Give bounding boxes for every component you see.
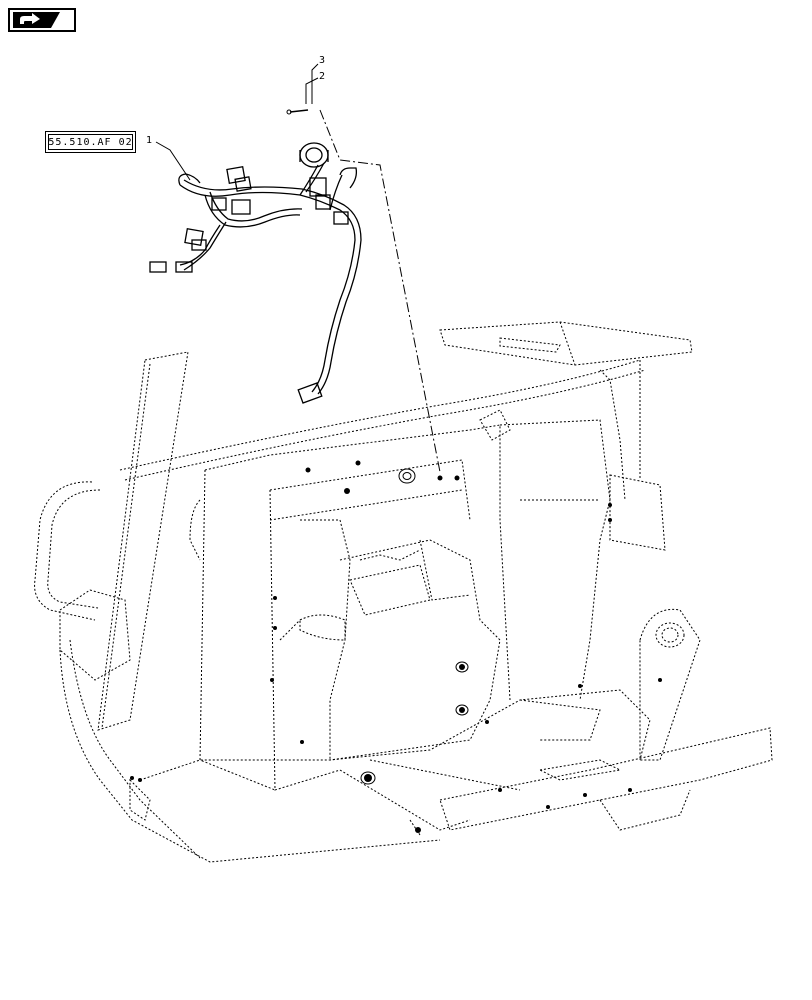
leader-line-3 (311, 63, 319, 104)
callout-2: 2 (319, 71, 326, 82)
arrow-right-icon (13, 12, 60, 28)
reference-link-box[interactable]: 55.510.AF 02 (45, 131, 136, 153)
navigation-button[interactable] (8, 8, 76, 32)
reference-link-label: 55.510.AF 02 (48, 136, 133, 148)
machine-frame (34, 321, 773, 863)
leader-line-2 (305, 77, 319, 104)
connectors (149, 142, 358, 404)
callout-1: 1 (146, 135, 153, 146)
alignment-line (319, 109, 441, 473)
wiring-harness (178, 162, 362, 395)
leader-line-1 (155, 141, 191, 181)
callout-3: 3 (319, 55, 326, 66)
screw-part (286, 109, 292, 115)
frame-details (189, 409, 511, 785)
fasteners (130, 460, 662, 833)
